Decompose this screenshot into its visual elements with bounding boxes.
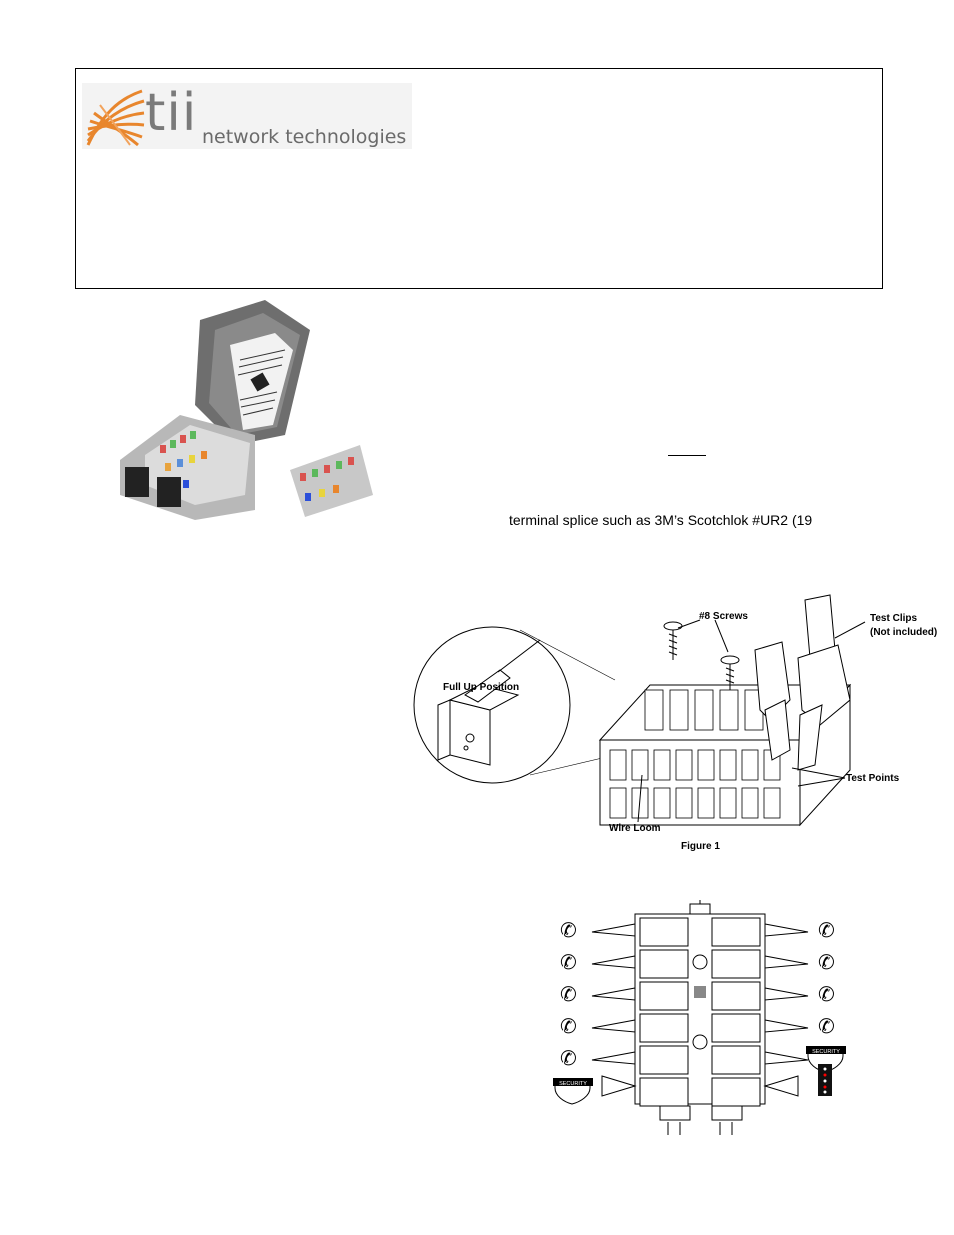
label-full-up-position: Full Up Position (443, 682, 520, 693)
svg-text:✆: ✆ (818, 918, 835, 942)
splice-text: terminal splice such as 3M’s Scotchlok #… (509, 512, 813, 528)
logo-tagline: network technologies (202, 126, 407, 148)
label-test-points: Test Points (846, 773, 900, 784)
label-wire-loom: Wire Loom (609, 823, 661, 834)
company-logo (82, 83, 412, 149)
label-not-included: (Not included) (870, 627, 938, 638)
label-test-clips: Test Clips (870, 613, 918, 624)
svg-text:✆: ✆ (560, 918, 577, 942)
underline-mark (668, 455, 706, 456)
header-box (75, 68, 883, 289)
svg-text:SECURITY: SECURITY (812, 1049, 840, 1055)
svg-text:✆: ✆ (560, 982, 577, 1006)
svg-text:✆: ✆ (818, 982, 835, 1006)
figure-1-caption: Figure 1 (681, 841, 720, 852)
svg-text:✆: ✆ (560, 1014, 577, 1038)
logo-swirl-icon (86, 89, 145, 147)
svg-text:✆: ✆ (560, 1046, 577, 1070)
logo-brand: tii (145, 83, 198, 143)
svg-text:SECURITY: SECURITY (559, 1081, 587, 1087)
svg-text:✆: ✆ (818, 1014, 835, 1038)
figure-2-diagram: ✆ ✆ ✆ ✆ ✆ ✆ ✆ ✆ ✆ SECURITY SECURITY (553, 900, 846, 1135)
label-screws: #8 Screws (699, 611, 748, 622)
product-photo (120, 300, 373, 520)
svg-text:✆: ✆ (818, 950, 835, 974)
figure-1-diagram (413, 594, 866, 827)
svg-text:✆: ✆ (560, 950, 577, 974)
